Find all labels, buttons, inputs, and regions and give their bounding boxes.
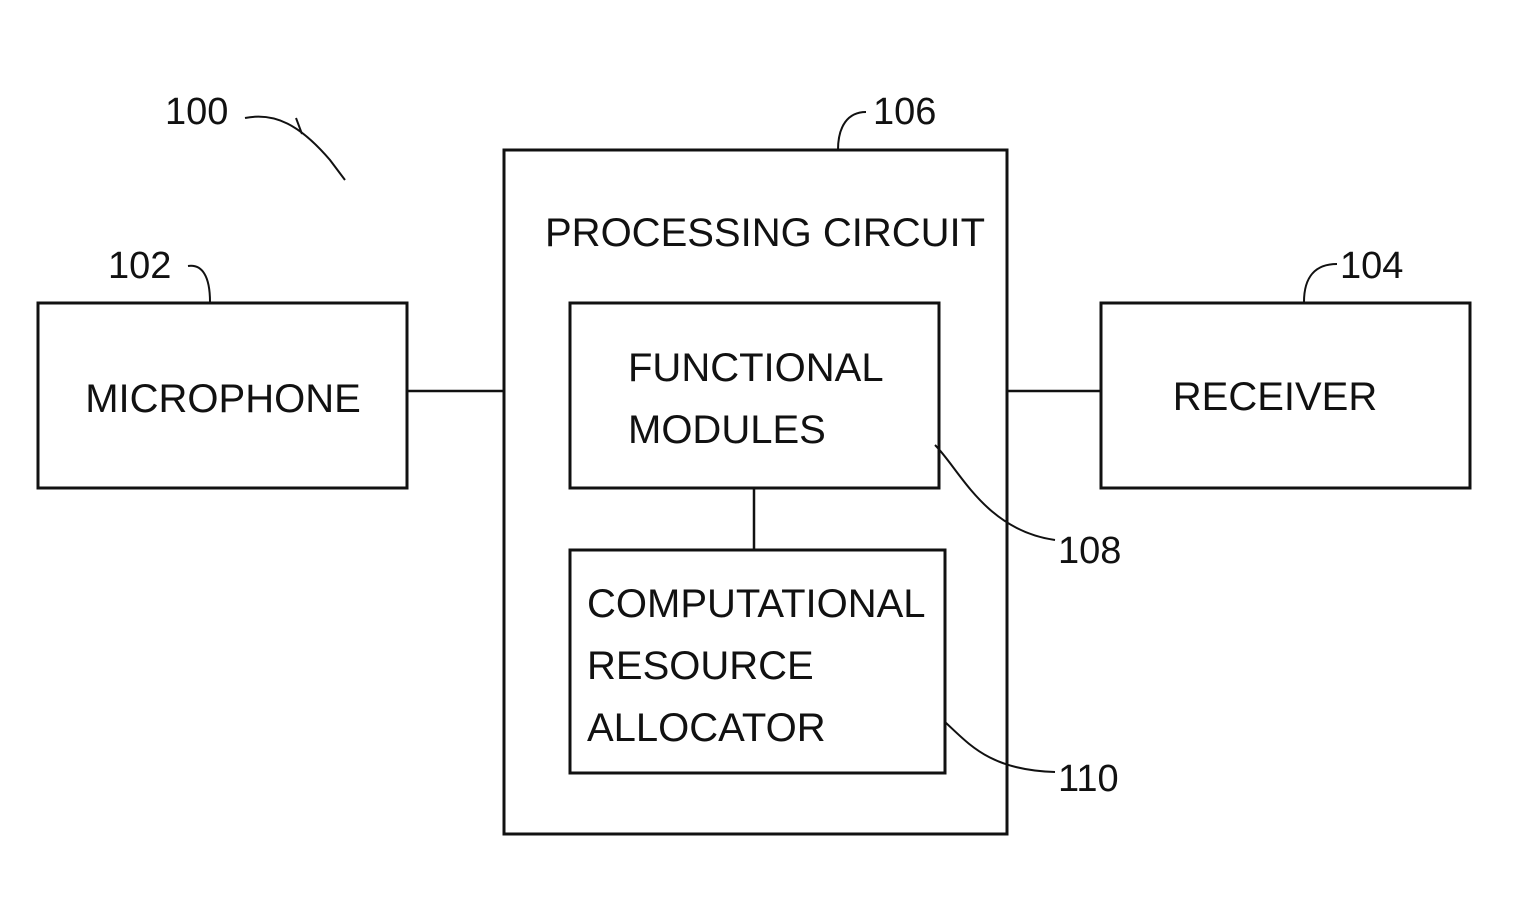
processing-circuit-ref-leader	[838, 112, 866, 150]
resource-allocator-ref-number: 110	[1058, 758, 1119, 800]
functional-modules-block	[570, 303, 939, 488]
receiver-label: RECEIVER	[1173, 375, 1378, 419]
microphone-label: MICROPHONE	[85, 377, 361, 421]
system-ref-number: 100	[165, 91, 228, 133]
resource-allocator-label-line-2: RESOURCE	[587, 644, 814, 688]
system-ref-arrow	[245, 117, 345, 180]
microphone-ref-number: 102	[108, 245, 171, 287]
receiver-ref-leader	[1304, 264, 1337, 302]
microphone-ref-leader	[188, 266, 210, 302]
processing-circuit-ref-number: 106	[873, 91, 936, 133]
resource-allocator-label-line-1: COMPUTATIONAL	[587, 582, 926, 626]
functional-modules-label-line-1: FUNCTIONAL	[628, 346, 884, 390]
processing-circuit-label: PROCESSING CIRCUIT	[545, 211, 985, 255]
functional-modules-label-line-2: MODULES	[628, 408, 826, 452]
resource-allocator-label-line-3: ALLOCATOR	[587, 706, 826, 750]
receiver-ref-number: 104	[1340, 245, 1403, 287]
functional-modules-ref-number: 108	[1058, 530, 1121, 572]
